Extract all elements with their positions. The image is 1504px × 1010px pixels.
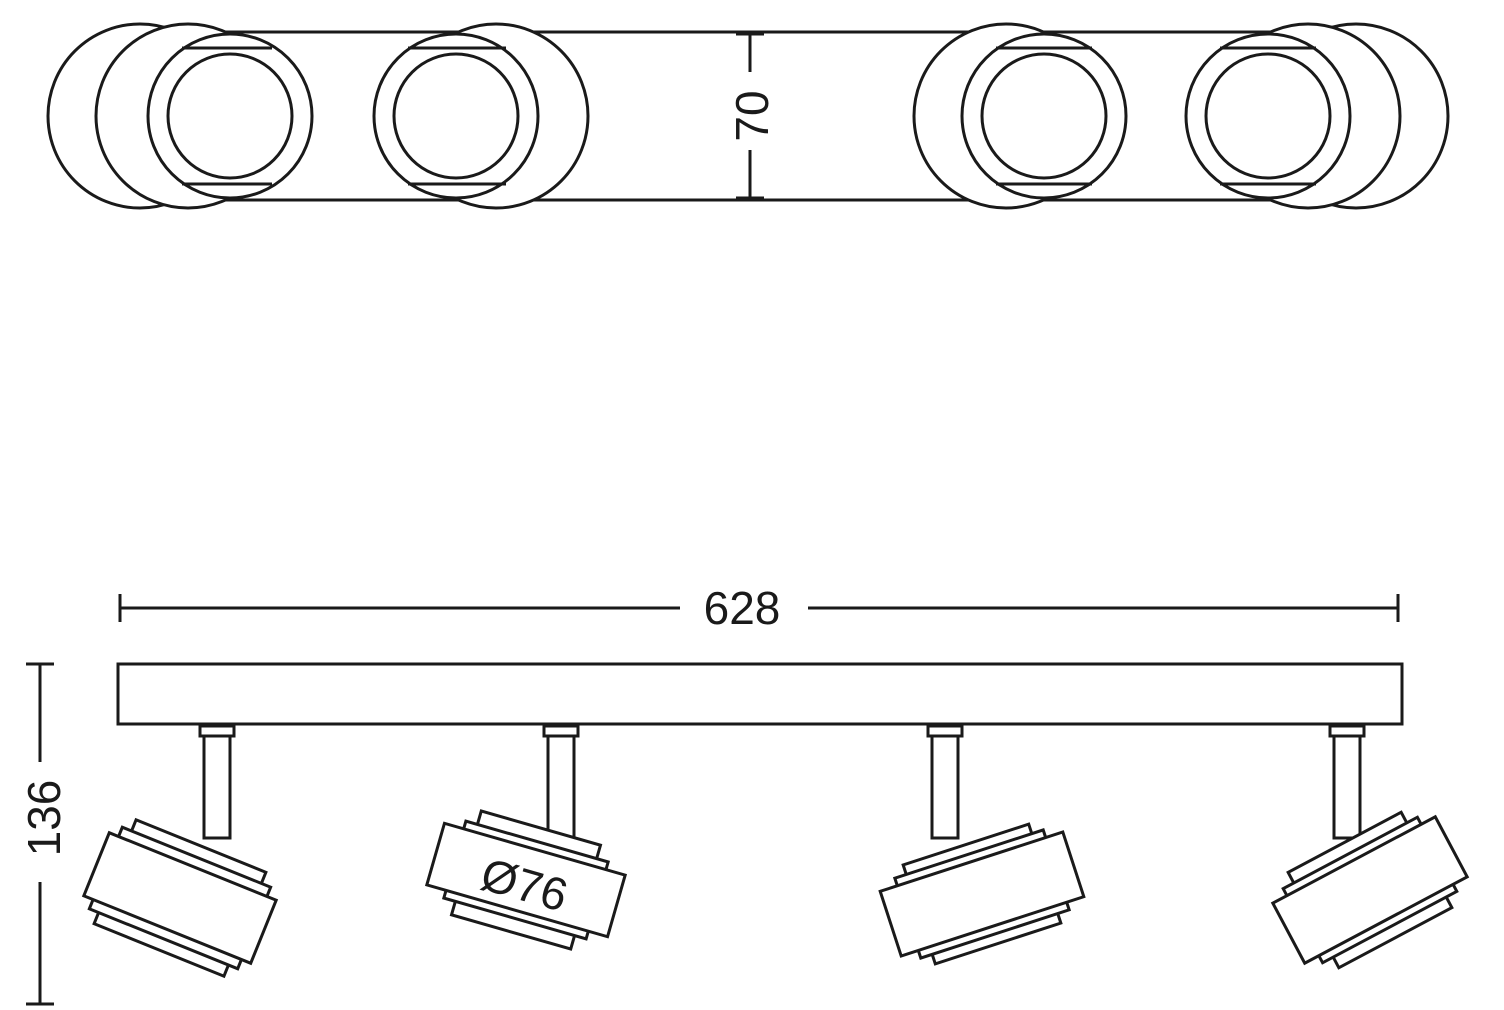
side-view-stem	[198, 724, 236, 840]
top-view-spot	[1184, 32, 1352, 200]
side-view-stem	[542, 724, 580, 840]
width-label: 628	[704, 582, 781, 634]
width-dimension: 628	[118, 582, 1400, 634]
side-view-spot-head	[424, 809, 628, 951]
side-view-spot-head	[1270, 810, 1470, 970]
top-view-spot	[912, 22, 1128, 210]
side-view-base-rail	[116, 662, 1404, 726]
top-view-spot	[146, 32, 314, 200]
side-view-spot-head	[878, 822, 1086, 966]
top-view-spot	[372, 22, 590, 210]
height-dimension: 136	[18, 662, 70, 1006]
top-view: 70	[46, 22, 1450, 210]
depth-dimension: 70	[726, 32, 778, 200]
depth-label: 70	[726, 90, 778, 141]
side-view-stem	[926, 724, 964, 840]
side-view: 628 136	[18, 582, 1470, 1006]
side-view-stem	[1328, 724, 1366, 840]
height-label: 136	[18, 780, 70, 857]
side-view-spot-head	[81, 817, 279, 979]
